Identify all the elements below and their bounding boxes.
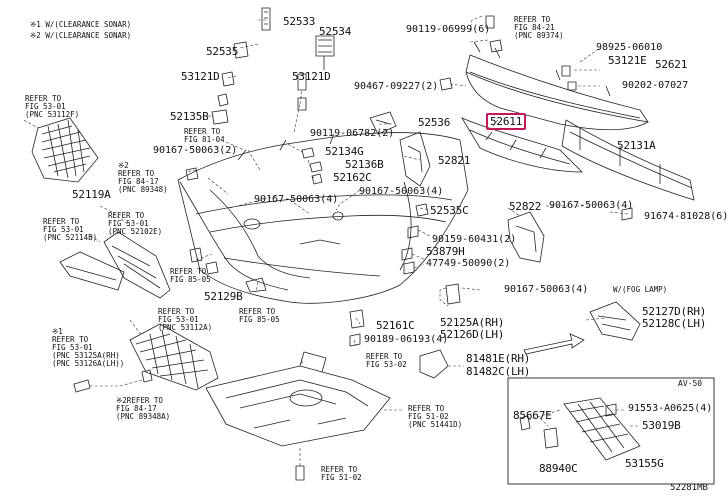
part-52535[interactable]: 52535 xyxy=(206,45,239,58)
caption-fog-lamp: W/(FOG LAMP) xyxy=(613,285,668,294)
clips-left xyxy=(73,15,633,481)
part-52131a[interactable]: 52131A xyxy=(617,139,656,152)
part-52162c[interactable]: 52162C xyxy=(333,171,372,184)
grille-trim xyxy=(103,231,171,299)
clip-52533 xyxy=(261,7,271,31)
fastener-90167-50063-4a[interactable]: 90167-50063(4) xyxy=(359,186,444,197)
part-88940c[interactable]: 88940C xyxy=(539,462,578,475)
bumper-cover xyxy=(177,132,469,304)
diagram-id: 52281MB xyxy=(670,483,708,493)
ref-fig-53-01-a[interactable]: REFER TO FIG 53-01 (PNC 53112F) xyxy=(25,94,80,119)
part-85667e[interactable]: 85667E xyxy=(513,409,552,422)
under-cover xyxy=(205,351,391,447)
part-52134g[interactable]: 52134G xyxy=(325,145,364,158)
ref-fig-84-17-b[interactable]: ※2REFER TO FIG 84-17 (PNC 89348A) xyxy=(116,396,171,421)
fog-arrow xyxy=(523,333,585,355)
part-53121d-left[interactable]: 53121D xyxy=(181,70,220,83)
part-52128c[interactable]: 52128C(LH) xyxy=(642,317,707,330)
part-52136b[interactable]: 52136B xyxy=(345,158,384,171)
fastener-90202-07027[interactable]: 90202-07027 xyxy=(622,80,689,91)
part-52161c[interactable]: 52161C xyxy=(376,319,415,332)
ref-fig-84-17-a[interactable]: ※2 REFER TO FIG 84-17 (PNC 89348) xyxy=(118,161,168,194)
ref-fig-81-04[interactable]: REFER TO FIG 81-04 xyxy=(184,127,225,144)
reinforcement-52131a xyxy=(561,119,695,201)
part-52535c[interactable]: 52535C xyxy=(430,204,469,217)
fastener-47749-50090[interactable]: 47749-50090(2) xyxy=(426,258,511,269)
part-52611-highlighted[interactable]: 52611 xyxy=(486,113,527,130)
fastener-98925-06010[interactable]: 98925-06010 xyxy=(596,42,663,53)
part-52125a[interactable]: 52125A(RH) xyxy=(440,316,505,329)
part-52536[interactable]: 52536 xyxy=(418,116,451,129)
fastener-90167-50063-2[interactable]: 90167-50063(2) xyxy=(153,145,238,156)
part-53879h[interactable]: 53879H xyxy=(426,245,465,258)
fog-lamp-cover xyxy=(589,301,641,341)
part-52534[interactable]: 52534 xyxy=(319,25,352,38)
part-52135b[interactable]: 52135B xyxy=(170,110,209,123)
grille-lower xyxy=(129,323,219,391)
fastener-90189-06193[interactable]: 90189-06193(4) xyxy=(364,334,449,345)
fastener-90467-09227[interactable]: 90467-09227(2) xyxy=(354,81,439,92)
fastener-90159-60431[interactable]: 90159-60431(2) xyxy=(432,234,517,245)
part-52129b[interactable]: 52129B xyxy=(204,290,243,303)
note-1: ※1 W/(CLEARANCE SONAR) xyxy=(30,20,132,29)
av50-inset xyxy=(507,377,715,485)
part-81482c[interactable]: 81482C(LH) xyxy=(466,365,531,378)
part-53155g[interactable]: 53155G xyxy=(625,457,664,470)
fastener-91553-a0625[interactable]: 91553-A0625(4) xyxy=(628,403,713,414)
grille-upper xyxy=(31,117,99,183)
part-52821[interactable]: 52821 xyxy=(438,154,471,167)
ref-fig-53-02[interactable]: REFER TO FIG 53-02 xyxy=(366,352,407,369)
bracket-52822 xyxy=(507,211,545,263)
ref-fig-85-05-a[interactable]: REFER TO FIG 85-05 xyxy=(170,267,211,284)
part-52533[interactable]: 52533 xyxy=(283,15,316,28)
fastener-90167-50063-4c[interactable]: 90167-50063(4) xyxy=(549,200,634,211)
ref-fig-84-21[interactable]: REFER TO FIG 84-21 (PNC 89374) xyxy=(514,15,564,40)
part-52822[interactable]: 52822 xyxy=(509,200,542,213)
fastener-90167-50063-4d[interactable]: 90167-50063(4) xyxy=(504,284,589,295)
fastener-91674-81028[interactable]: 91674-81028(6) xyxy=(644,211,728,222)
lower-moulding xyxy=(59,251,125,291)
part-53121d-right[interactable]: 53121D xyxy=(292,70,331,83)
upper-retainer-52621 xyxy=(465,41,649,131)
ref-fig-85-05-b[interactable]: REFER TO FIG 85-05 xyxy=(239,307,280,324)
part-53121e[interactable]: 53121E xyxy=(608,54,647,67)
fastener-90119-06782[interactable]: 90119-06782(2) xyxy=(310,128,395,139)
part-53019b[interactable]: 53019B xyxy=(642,419,681,432)
part-81481e[interactable]: 81481E(RH) xyxy=(466,352,531,365)
ref-fig-51-02-a[interactable]: REFER TO FIG 51-02 (PNC 51441D) xyxy=(408,404,463,429)
ref-fig-53-01-c[interactable]: REFER TO FIG 53-01 (PNC 52102E) xyxy=(108,211,163,236)
bracket-52821 xyxy=(399,131,431,187)
part-52119a[interactable]: 52119A xyxy=(72,188,111,201)
note-2: ※2 W/(CLEARANCE SONAR) xyxy=(30,31,132,40)
ref-fig-51-02-b[interactable]: REFER TO FIG 51-02 xyxy=(321,465,362,482)
ref-fig-53-01-b[interactable]: REFER TO FIG 53-01 (PNC 52114B) xyxy=(43,217,98,242)
ref-fig-53-01-e[interactable]: ※1 REFER TO FIG 53-01 (PNC 53125A(RH) (P… xyxy=(52,327,125,368)
part-52126d[interactable]: 52126D(LH) xyxy=(440,328,505,341)
fastener-90167-50063-4b[interactable]: 90167-50063(4) xyxy=(254,194,339,205)
part-52621[interactable]: 52621 xyxy=(655,58,688,71)
part-52127d[interactable]: 52127D(RH) xyxy=(642,305,707,318)
stay-52534 xyxy=(315,35,335,70)
caption-av50: AV-50 xyxy=(678,379,703,388)
fastener-90119-06999[interactable]: 90119-06999(6) xyxy=(406,24,491,35)
ref-fig-53-01-d[interactable]: REFER TO FIG 53-01 (PNC 53112A) xyxy=(158,307,213,332)
bracket-52536 xyxy=(369,111,397,135)
